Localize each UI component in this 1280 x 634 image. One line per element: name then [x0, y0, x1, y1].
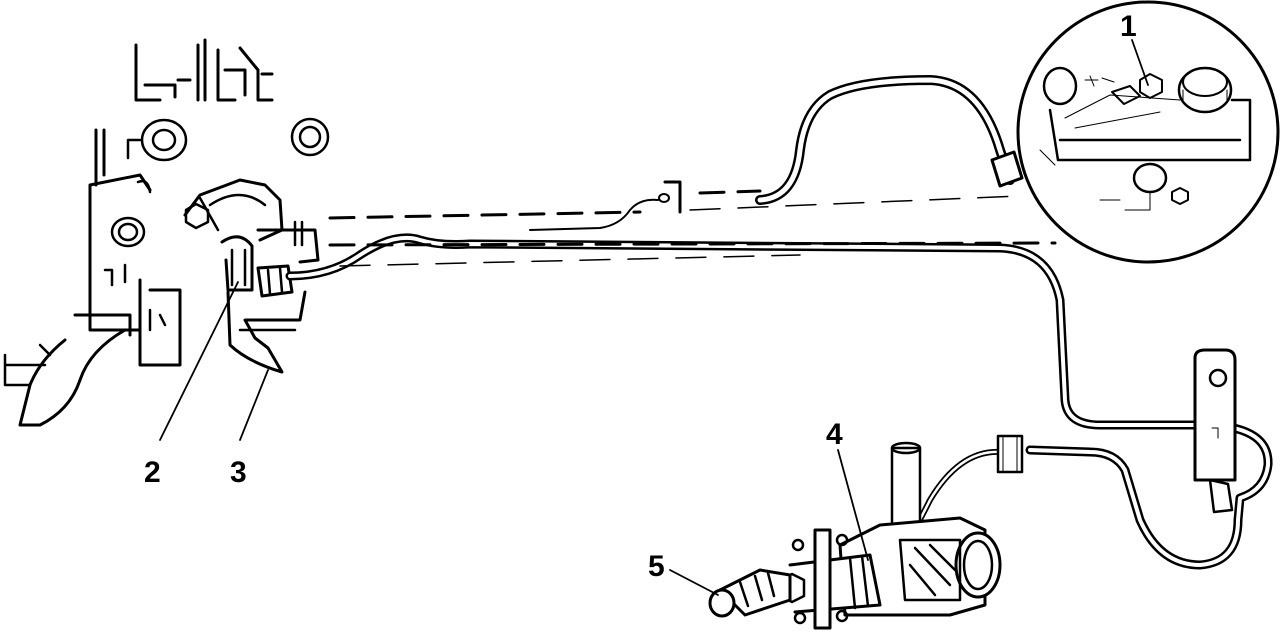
callout-1: 1 [1120, 10, 1137, 43]
clutch-hydraulic-line [285, 233, 1273, 604]
hidden-route-lines [328, 189, 1057, 247]
leader-3 [239, 369, 269, 441]
hidden-route-lines-thin [339, 195, 1021, 267]
leader-5 [669, 569, 719, 596]
pedal-bracket-assembly [3, 38, 330, 427]
leader-4 [837, 449, 869, 561]
reservoir-supply-hose [529, 75, 1024, 231]
callout-5: 5 [648, 550, 665, 583]
callout-numbers: 1 2 3 4 5 [144, 10, 1137, 583]
callout-3: 3 [230, 456, 247, 489]
callout-2: 2 [144, 456, 161, 489]
clutch-master-cylinder [183, 178, 320, 374]
callout-4: 4 [826, 418, 843, 451]
leader-2 [159, 281, 239, 441]
callout-leaders [159, 39, 1149, 596]
clutch-slave-cylinder [708, 441, 1002, 630]
leader-1 [1131, 39, 1149, 86]
reservoir-detail-inset [1016, 0, 1280, 264]
